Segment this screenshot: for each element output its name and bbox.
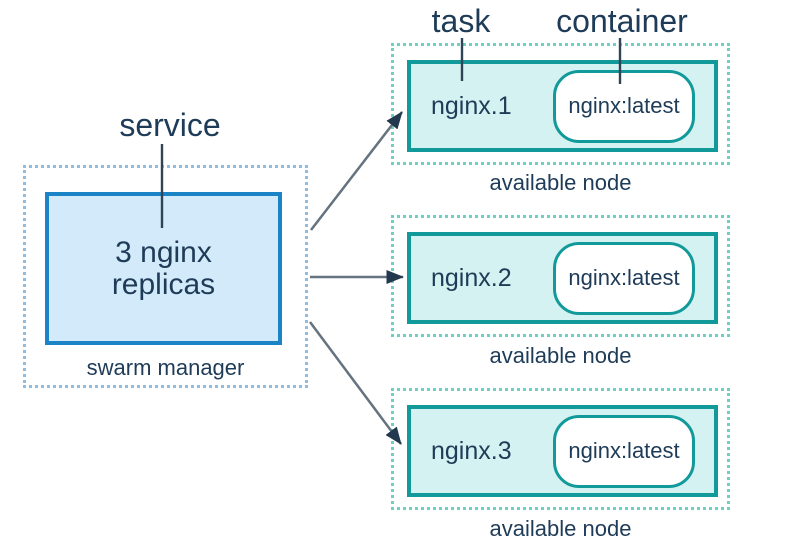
node-2-task-name: nginx.2 <box>431 263 512 292</box>
node-3-container-box: nginx:latest <box>553 414 695 488</box>
task-label: task <box>431 3 491 39</box>
node-1-task-box: nginx.1 nginx:latest <box>407 60 718 152</box>
arrow-to-node-1 <box>310 111 403 231</box>
arrow-to-node-3 <box>308 321 403 445</box>
node-2-container-box: nginx:latest <box>553 241 695 315</box>
node-3-container-label: nginx:latest <box>568 438 680 463</box>
node-2-caption: available node <box>489 343 632 368</box>
node-3-caption: available node <box>489 516 632 541</box>
swarm-manager-caption: swarm manager <box>86 355 245 380</box>
swarm-manager-group <box>23 165 308 388</box>
container-label-callout: container <box>556 3 688 39</box>
node-1-task-name: nginx.1 <box>431 91 512 120</box>
service-box: 3 nginx replicas <box>45 192 282 345</box>
service-box-line1: 3 nginx <box>115 235 212 269</box>
node-2-container-label: nginx:latest <box>568 265 680 290</box>
node-1-group <box>391 43 730 165</box>
node-1-container-label: nginx:latest <box>568 93 680 118</box>
node-1-caption: available node <box>489 170 632 195</box>
service-label: service <box>119 107 221 143</box>
service-box-line2: replicas <box>111 267 216 301</box>
node-1-container-box: nginx:latest <box>553 69 695 143</box>
node-3-task-name: nginx.3 <box>431 436 512 465</box>
node-3-task-box: nginx.3 nginx:latest <box>407 405 718 497</box>
node-3-group <box>391 388 730 510</box>
node-2-task-box: nginx.2 nginx:latest <box>407 232 718 324</box>
